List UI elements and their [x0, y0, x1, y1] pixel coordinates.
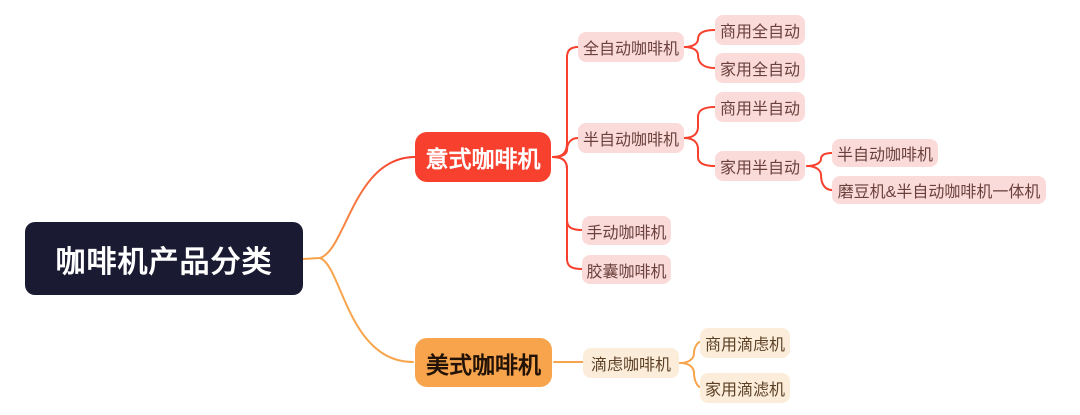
node-home-fully-automatic[interactable]: 家用全自动 — [715, 53, 805, 83]
node-drip-machine[interactable]: 滴虑咖啡机 — [583, 348, 679, 378]
node-fully-automatic-machine[interactable]: 全自动咖啡机 — [578, 32, 684, 62]
node-commercial-semi-automatic[interactable]: 商用半自动 — [715, 92, 805, 122]
connector-fullauto-commercial — [683, 29, 716, 48]
node-american-machine[interactable]: 美式咖啡机 — [415, 338, 552, 387]
node-semi-automatic-leaf[interactable]: 半自动咖啡机 — [832, 139, 938, 167]
node-manual-machine[interactable]: 手动咖啡机 — [582, 216, 671, 245]
connector-drip-home — [679, 362, 701, 388]
node-home-drip[interactable]: 家用滴滤机 — [700, 373, 790, 403]
connector-semiauto-commercial — [683, 106, 716, 139]
connector-semiauto-home — [683, 137, 716, 167]
node-commercial-fully-automatic[interactable]: 商用全自动 — [715, 15, 805, 45]
node-espresso-machine[interactable]: 意式咖啡机 — [415, 132, 551, 182]
node-commercial-drip[interactable]: 商用滴虑机 — [700, 328, 790, 358]
connector-homesemi-grinder — [806, 165, 833, 191]
connector-root-espresso — [319, 156, 416, 259]
node-semi-automatic-machine[interactable]: 半自动咖啡机 — [578, 123, 684, 153]
node-root-coffee-machine-classification[interactable]: 咖啡机产品分类 — [25, 222, 303, 295]
connector-root-junction — [302, 257, 321, 260]
node-capsule-machine[interactable]: 胶囊咖啡机 — [582, 255, 671, 284]
node-home-semi-automatic[interactable]: 家用半自动 — [715, 151, 805, 181]
connector-espresso-fullauto — [552, 46, 579, 158]
connector-espresso-capsule — [552, 156, 583, 270]
connector-root-american — [319, 257, 414, 363]
connector-espresso-semiauto — [552, 137, 579, 158]
connector-drip-commercial — [679, 341, 701, 364]
connector-homesemi-semiauto — [806, 152, 833, 167]
node-grinder-semi-automatic-combo[interactable]: 磨豆机&半自动咖啡机一体机 — [832, 176, 1046, 204]
connector-fullauto-home — [683, 46, 716, 69]
